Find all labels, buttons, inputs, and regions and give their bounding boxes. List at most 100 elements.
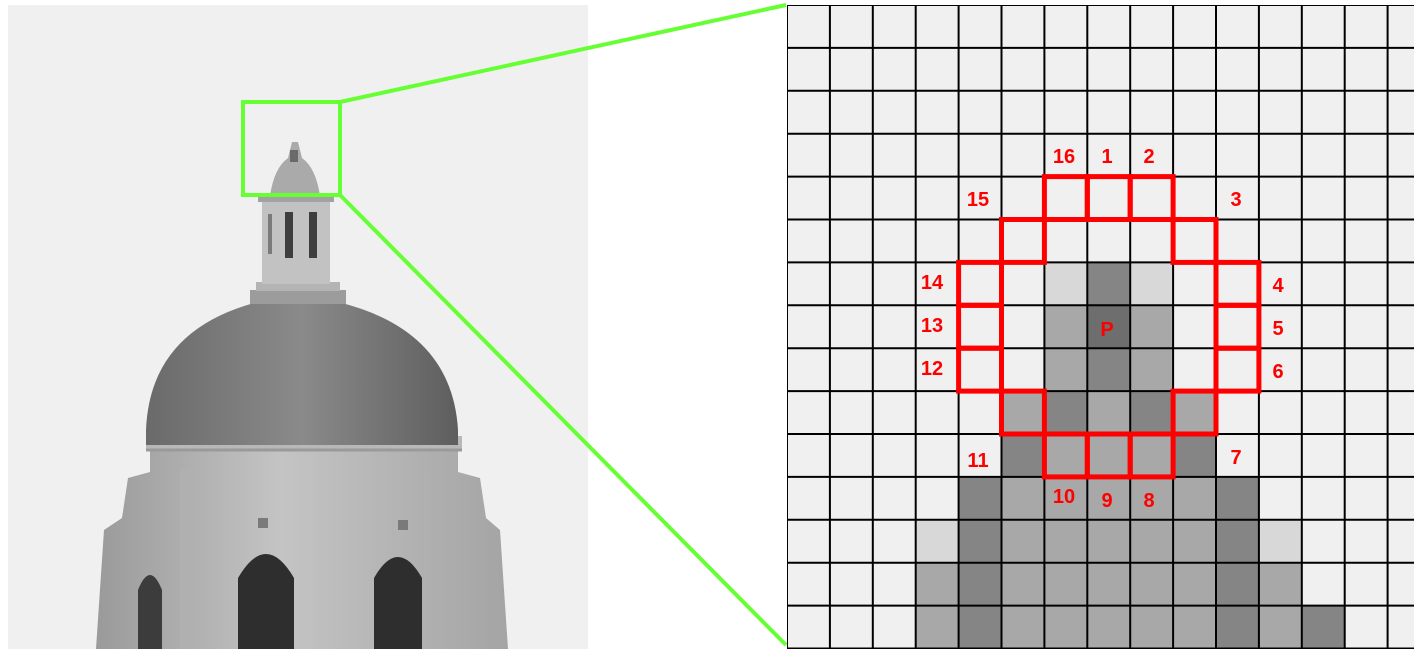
pixel-cell — [1130, 262, 1173, 305]
pixel-cell — [1259, 606, 1302, 649]
pixel-cell — [830, 391, 873, 434]
pixel-cell — [1173, 348, 1216, 391]
pixel-cell — [1216, 477, 1259, 520]
pixel-cell — [830, 305, 873, 348]
pixel-cell — [916, 477, 959, 520]
pixel-cell — [1087, 563, 1130, 606]
arched-window-right — [374, 557, 422, 649]
pixel-cell — [830, 177, 873, 220]
circle-label-7: 7 — [1230, 447, 1241, 469]
pixel-cell — [830, 91, 873, 134]
pixel-cell — [787, 520, 830, 563]
pixel-cell — [1345, 305, 1388, 348]
lantern-base — [250, 290, 346, 304]
pixel-cell — [959, 262, 1002, 305]
pixel-cell — [1130, 5, 1173, 48]
pixel-cell — [1044, 520, 1087, 563]
pixel-cell — [1216, 91, 1259, 134]
pixel-cell — [1388, 262, 1414, 305]
pixel-cell — [1044, 348, 1087, 391]
pixel-cell — [1302, 177, 1345, 220]
pixel-cell — [916, 434, 959, 477]
pixel-cell — [1173, 5, 1216, 48]
circle-label-12: 12 — [921, 358, 943, 380]
pixel-cell — [1044, 220, 1087, 263]
pixel-cell — [916, 134, 959, 177]
pixel-cell — [1044, 5, 1087, 48]
pixel-cell — [1044, 391, 1087, 434]
circle-label-14: 14 — [921, 272, 944, 294]
pixel-cell — [1345, 348, 1388, 391]
pixel-cell — [787, 262, 830, 305]
pixel-cell — [787, 220, 830, 263]
pixel-cell — [1302, 262, 1345, 305]
pixel-cell — [873, 348, 916, 391]
circle-label-15: 15 — [967, 189, 989, 211]
pixel-cell — [1002, 563, 1045, 606]
pixel-cell — [873, 305, 916, 348]
pixel-cell — [1044, 91, 1087, 134]
lantern-slot-1 — [285, 212, 293, 258]
pixel-cell — [1002, 305, 1045, 348]
pixel-cell — [959, 348, 1002, 391]
pixel-cell — [1002, 220, 1045, 263]
pixel-cell — [1173, 262, 1216, 305]
pixel-cell — [1044, 305, 1087, 348]
pixel-cell — [1388, 91, 1414, 134]
pixel-cell — [1388, 348, 1414, 391]
pixel-cell — [1345, 391, 1388, 434]
pixel-cell — [1087, 391, 1130, 434]
pixel-cell — [1345, 606, 1388, 649]
pixel-cell — [873, 5, 916, 48]
pixel-cell — [916, 606, 959, 649]
pixel-cell — [830, 134, 873, 177]
pixel-cell — [1302, 391, 1345, 434]
pixel-cell — [873, 606, 916, 649]
pixel-cell — [1216, 48, 1259, 91]
pixel-cell — [1002, 91, 1045, 134]
pixel-cell — [1044, 48, 1087, 91]
circle-label-5: 5 — [1272, 318, 1283, 340]
pixel-cell — [1302, 134, 1345, 177]
pixel-cell — [1130, 520, 1173, 563]
pixel-cell — [959, 606, 1002, 649]
pixel-cell — [959, 5, 1002, 48]
pixel-cell — [1302, 563, 1345, 606]
pixel-cell — [1345, 262, 1388, 305]
pixel-cell — [1087, 520, 1130, 563]
pixel-cell — [1388, 5, 1414, 48]
pixel-cell — [1002, 48, 1045, 91]
circle-label-10: 10 — [1053, 486, 1075, 508]
pixel-cell — [1388, 305, 1414, 348]
pixel-cell — [1044, 177, 1087, 220]
circle-label-4: 4 — [1272, 275, 1284, 297]
pixel-cell — [1345, 220, 1388, 263]
pixel-cell — [1087, 5, 1130, 48]
pixel-cell — [1388, 177, 1414, 220]
pixel-cell — [1345, 48, 1388, 91]
pixel-cell — [959, 391, 1002, 434]
pixel-cell — [1173, 477, 1216, 520]
pixel-cell — [959, 477, 1002, 520]
pixel-cell — [1002, 262, 1045, 305]
pixel-cell — [1345, 177, 1388, 220]
pixel-cell — [830, 434, 873, 477]
pixel-cell — [1002, 177, 1045, 220]
pixel-cell — [1259, 477, 1302, 520]
pixel-cell — [1087, 434, 1130, 477]
pixel-cell — [873, 134, 916, 177]
arched-window-left — [138, 575, 162, 649]
pixel-cell — [1087, 348, 1130, 391]
pixel-cell — [1173, 434, 1216, 477]
pixel-cell — [916, 391, 959, 434]
pixel-cell — [787, 134, 830, 177]
pixel-cell — [1087, 91, 1130, 134]
pixel-cell — [787, 91, 830, 134]
pixel-cell — [1130, 220, 1173, 263]
circle-label-8: 8 — [1143, 490, 1154, 512]
pixel-cell — [1216, 220, 1259, 263]
circle-label-6: 6 — [1272, 361, 1283, 383]
pixel-cell — [787, 434, 830, 477]
pixel-cell — [1087, 262, 1130, 305]
pixel-cell — [959, 134, 1002, 177]
